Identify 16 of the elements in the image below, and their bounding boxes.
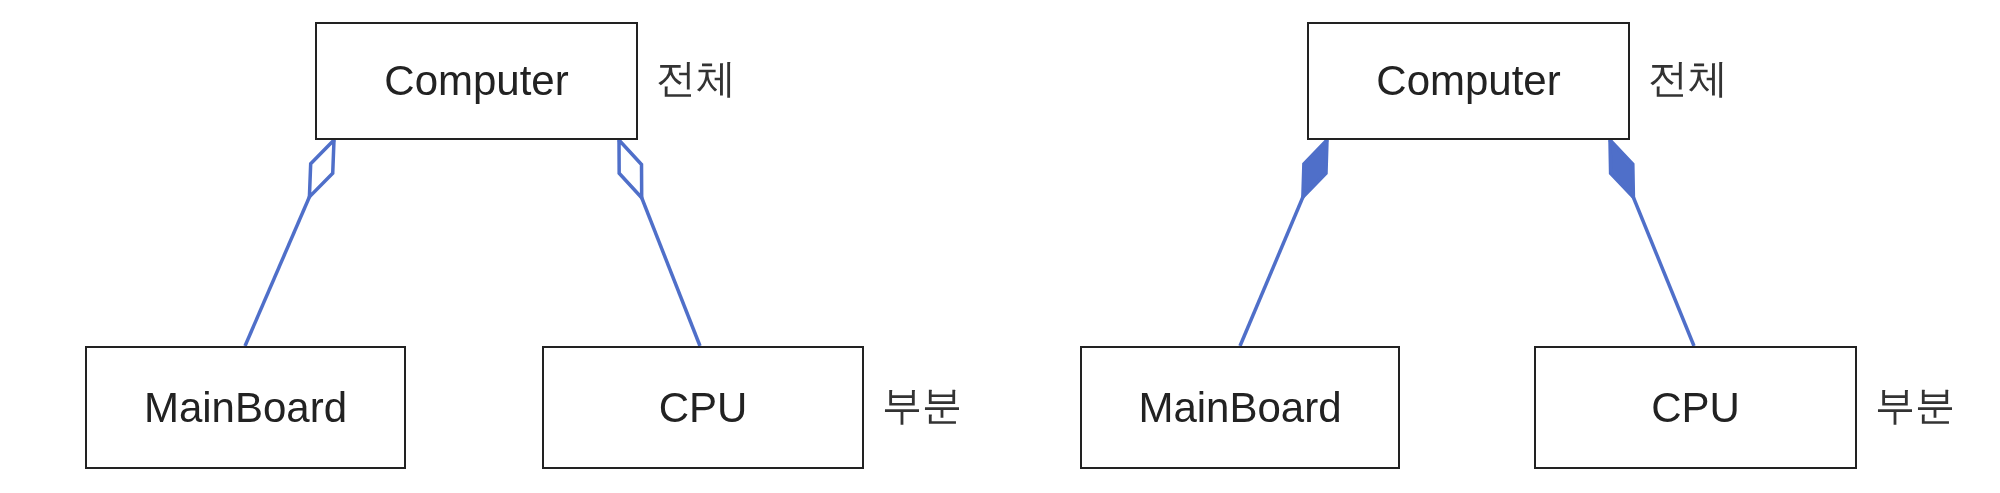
role-label: 부분 — [882, 381, 962, 429]
aggregation-line — [243, 138, 336, 347]
class-box — [1080, 346, 1400, 469]
composition-line — [1608, 138, 1696, 347]
composition-line — [1238, 138, 1329, 347]
role-label: 전체 — [1648, 54, 1728, 102]
class-name: MainBoard — [143, 383, 348, 432]
role-label: 부분 — [1875, 381, 1955, 429]
aggregation-line — [617, 138, 702, 347]
class-box — [85, 346, 406, 469]
class-name: MainBoard — [1138, 383, 1342, 432]
class-name: Computer — [384, 57, 569, 105]
class-name: CPU — [1651, 383, 1740, 432]
class-name: CPU — [658, 383, 748, 432]
role-label: 전체 — [656, 54, 736, 102]
class-name: Computer — [1376, 57, 1561, 105]
